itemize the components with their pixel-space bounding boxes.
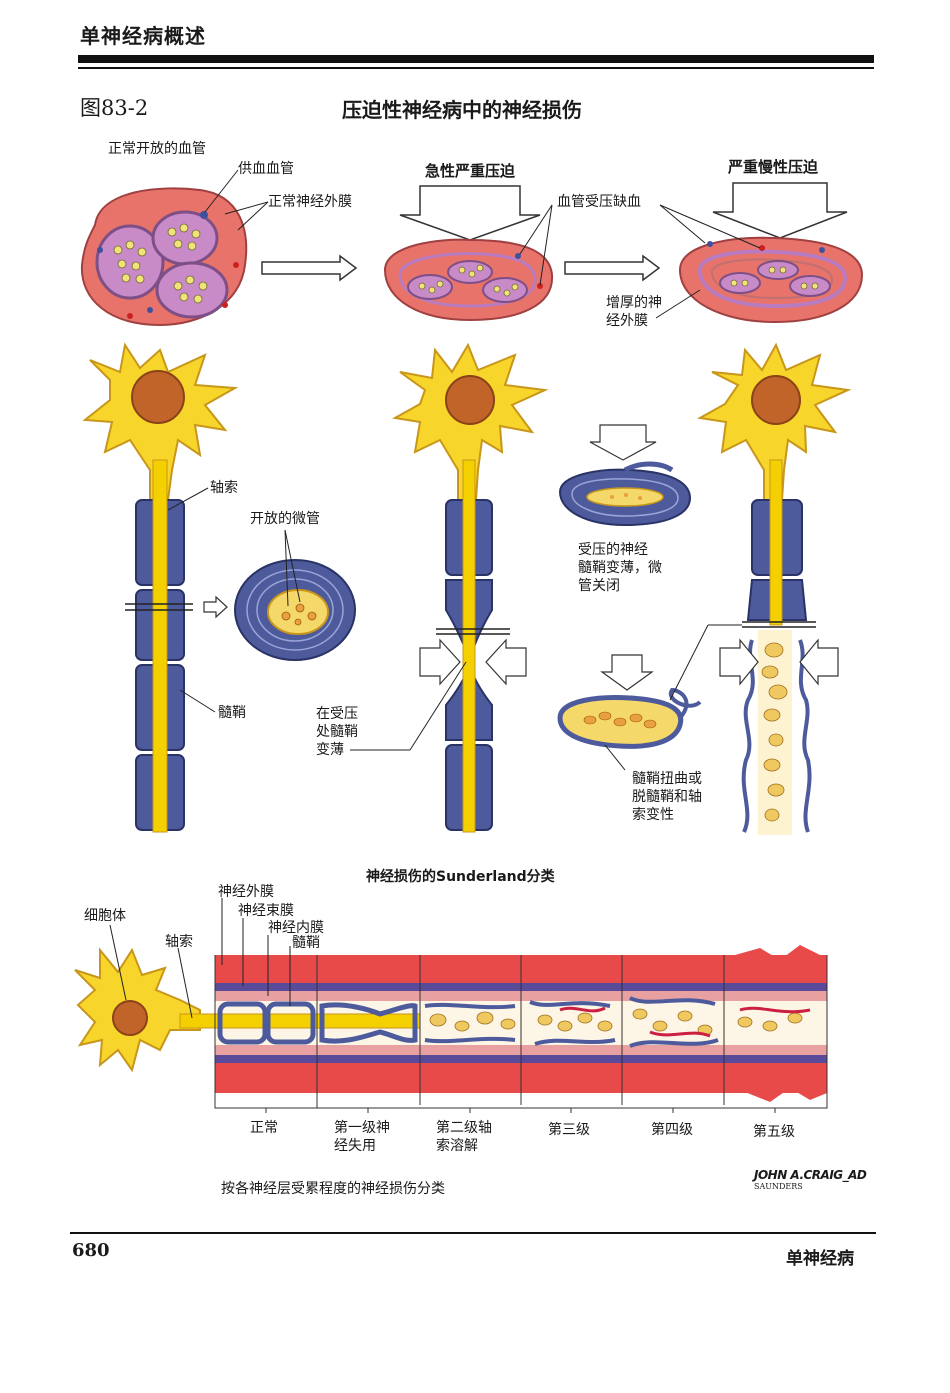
footer-section-title: 单神经病: [786, 1249, 854, 1269]
normal-nerve-cross-section: [80, 187, 248, 327]
acute-compression-cross-section: [383, 185, 554, 322]
label-axon-sunderland: 轴索: [165, 934, 193, 950]
myelin-zoom-arrow: [203, 595, 228, 619]
myelin-cross-section-normal: [234, 559, 356, 661]
figure-title: 压迫性神经病中的神经损伤: [342, 98, 582, 122]
grade-4: 第四级: [651, 1122, 693, 1138]
label-myelin-sunderland: 髓鞘: [292, 935, 320, 951]
page-header-title: 单神经病概述: [80, 24, 206, 48]
neuron-chronic: [696, 342, 852, 835]
label-acute-compression: 急性严重压迫: [425, 162, 516, 180]
down-arrow-chronic: [712, 182, 848, 239]
label-myelin: 髓鞘: [218, 705, 246, 721]
grade-3: 第三级: [548, 1122, 590, 1138]
sunderland-title: 神经损伤的Sunderland分类: [366, 869, 555, 885]
sunderland-caption: 按各神经层受累程度的神经损伤分类: [221, 1181, 445, 1197]
figure-label: 图83-2: [80, 96, 149, 120]
label-axon: 轴索: [210, 480, 238, 496]
label-normal-open-vessel: 正常开放的血管: [108, 141, 206, 157]
header-rule-thick: [78, 55, 874, 63]
down-arrow-acute: [399, 185, 541, 241]
label-perineurium: 神经束膜: [238, 903, 294, 919]
label-open-microtubule: 开放的微管: [250, 511, 320, 527]
neuron-normal: [82, 342, 239, 833]
chronic-compression-cross-section: [678, 182, 864, 324]
grade-normal: 正常: [250, 1120, 278, 1136]
label-cell-body: 细胞体: [84, 908, 126, 924]
label-distorted-myelin: 髓鞘扭曲或 脱髓鞘和轴 索变性: [632, 771, 702, 823]
label-ischemic-vessel: 血管受压缺血: [557, 194, 641, 210]
publisher-mark: SAUNDERS: [754, 1182, 803, 1191]
progression-arrow-1: [261, 254, 358, 282]
down-arrow-myelin: [589, 424, 657, 461]
label-chronic-compression: 严重慢性压迫: [728, 158, 819, 176]
myelin-cross-section-compressed: [558, 461, 692, 527]
progression-arrow-2: [564, 254, 661, 282]
page-number: 680: [72, 1240, 110, 1261]
label-normal-epineurium: 正常神经外膜: [268, 194, 352, 210]
label-endoneurium: 神经内膜: [268, 920, 324, 936]
top-leader-lines: [204, 169, 761, 319]
footer-rule: [70, 1232, 876, 1234]
neuron-leader-lines: [167, 487, 742, 771]
grade-1-neurapraxia: 第一级神 经失用: [334, 1120, 390, 1154]
label-thinned-myelin: 在受压 处髓鞘 变薄: [316, 706, 358, 758]
artist-signature: JOHN A.CRAIG_AD: [754, 1168, 867, 1182]
label-thickened-epineurium: 增厚的神 经外膜: [606, 295, 662, 329]
sunderland-diagram: [74, 898, 828, 1113]
neuron-acute: [392, 342, 549, 833]
header-rule-thin: [78, 67, 874, 69]
myelin-distorted: [557, 687, 702, 749]
grade-2-axonotmesis: 第二级轴 索溶解: [436, 1120, 492, 1154]
label-supply-vessel: 供血血管: [238, 161, 294, 177]
label-epineurium: 神经外膜: [218, 884, 274, 900]
grade-5: 第五级: [753, 1124, 795, 1140]
label-compressed-myelin: 受压的神经 髓鞘变薄，微 管关闭: [578, 542, 662, 594]
down-arrow-distorted: [600, 654, 654, 691]
